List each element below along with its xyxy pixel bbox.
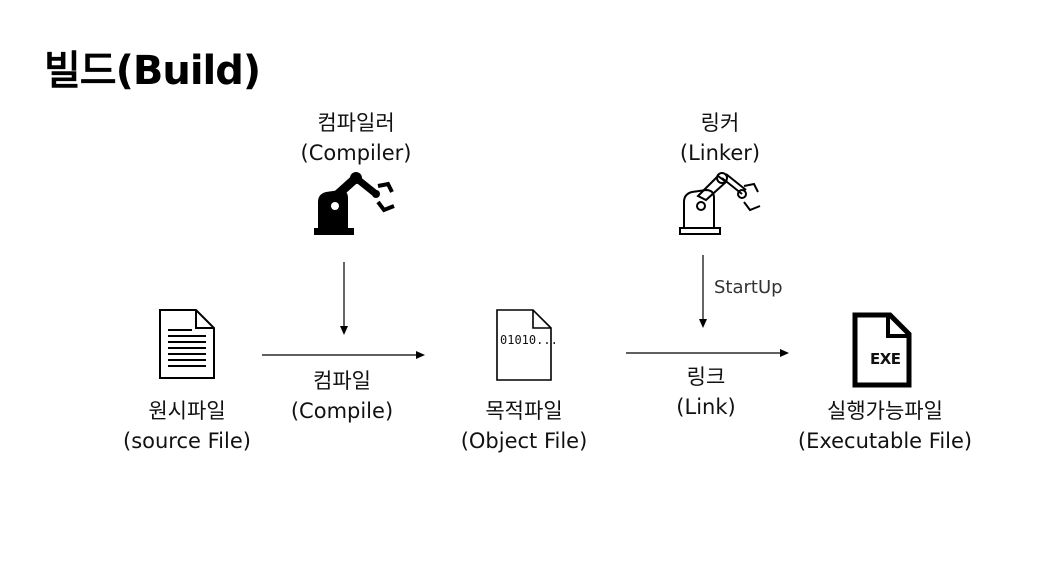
binary-text: 01010... [500,333,558,347]
executable-file-label: 실행가능파일 (Executable File) [790,396,980,456]
binary-document-icon: 01010... [495,308,558,382]
compile-step-label: 컴파일 (Compile) [272,366,412,426]
source-file-name-en: (source File) [123,429,251,453]
text-document-icon [159,309,215,379]
compiler-down-arrow [340,262,348,335]
executable-file-name-en: (Executable File) [797,429,973,453]
compiler-name: 컴파일러 [317,111,395,135]
page-title: 빌드(Build) [44,48,261,94]
object-file-name: 목적파일 [485,399,563,423]
source-file-label: 원시파일 (source File) [112,396,262,456]
startup-label: StartUp [714,277,783,298]
link-step-name-en: (Link) [676,395,736,419]
linker-name: 링커 [700,111,740,135]
compiler-label: 컴파일러 (Compiler) [286,108,426,168]
linker-name-en: (Linker) [679,141,761,165]
compile-step-name: 컴파일 [313,369,371,393]
link-arrow [626,349,789,357]
linker-down-arrow [699,255,707,328]
linker-label: 링커 (Linker) [650,108,790,168]
source-file-name: 원시파일 [148,399,226,423]
compile-step-name-en: (Compile) [290,399,394,423]
compile-arrow [262,351,425,359]
robot-arm-icon [314,172,395,235]
link-step-name: 링크 [686,365,726,389]
link-step-label: 링크 (Link) [636,362,776,422]
robot-arm-outline-icon [679,172,761,235]
object-file-name-en: (Object File) [460,429,588,453]
object-file-label: 목적파일 (Object File) [444,396,604,456]
exe-document-icon: EXE [852,312,912,388]
exe-text: EXE [870,350,901,368]
executable-file-name: 실행가능파일 [827,399,943,423]
compiler-name-en: (Compiler) [300,141,412,165]
